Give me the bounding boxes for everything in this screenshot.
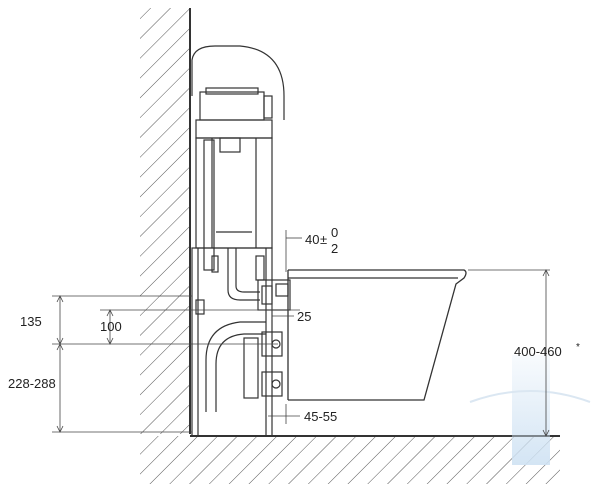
dimension-lines [52, 230, 550, 437]
dim-flush-offset: 25 [297, 309, 311, 324]
floor [140, 435, 560, 484]
dim-height-100: 100 [100, 319, 122, 334]
dim-depth-main: 40 [305, 232, 319, 247]
dim-depth-upper: 0 [331, 225, 338, 240]
toilet-bowl [287, 269, 467, 401]
dim-height-135: 135 [20, 314, 42, 329]
installation-frame [191, 45, 291, 437]
wall [140, 8, 191, 434]
dim-seat-height: 400-460 [514, 344, 562, 359]
watermark-bar [512, 355, 550, 465]
dim-mount-gap: 45-55 [304, 409, 337, 424]
watermark-arc [469, 390, 591, 403]
dim-depth-sign: ± [320, 232, 327, 247]
dim-seat-note: * [576, 342, 580, 353]
dim-depth-lower: 2 [331, 241, 338, 256]
dim-floor-range: 228-288 [8, 376, 56, 391]
